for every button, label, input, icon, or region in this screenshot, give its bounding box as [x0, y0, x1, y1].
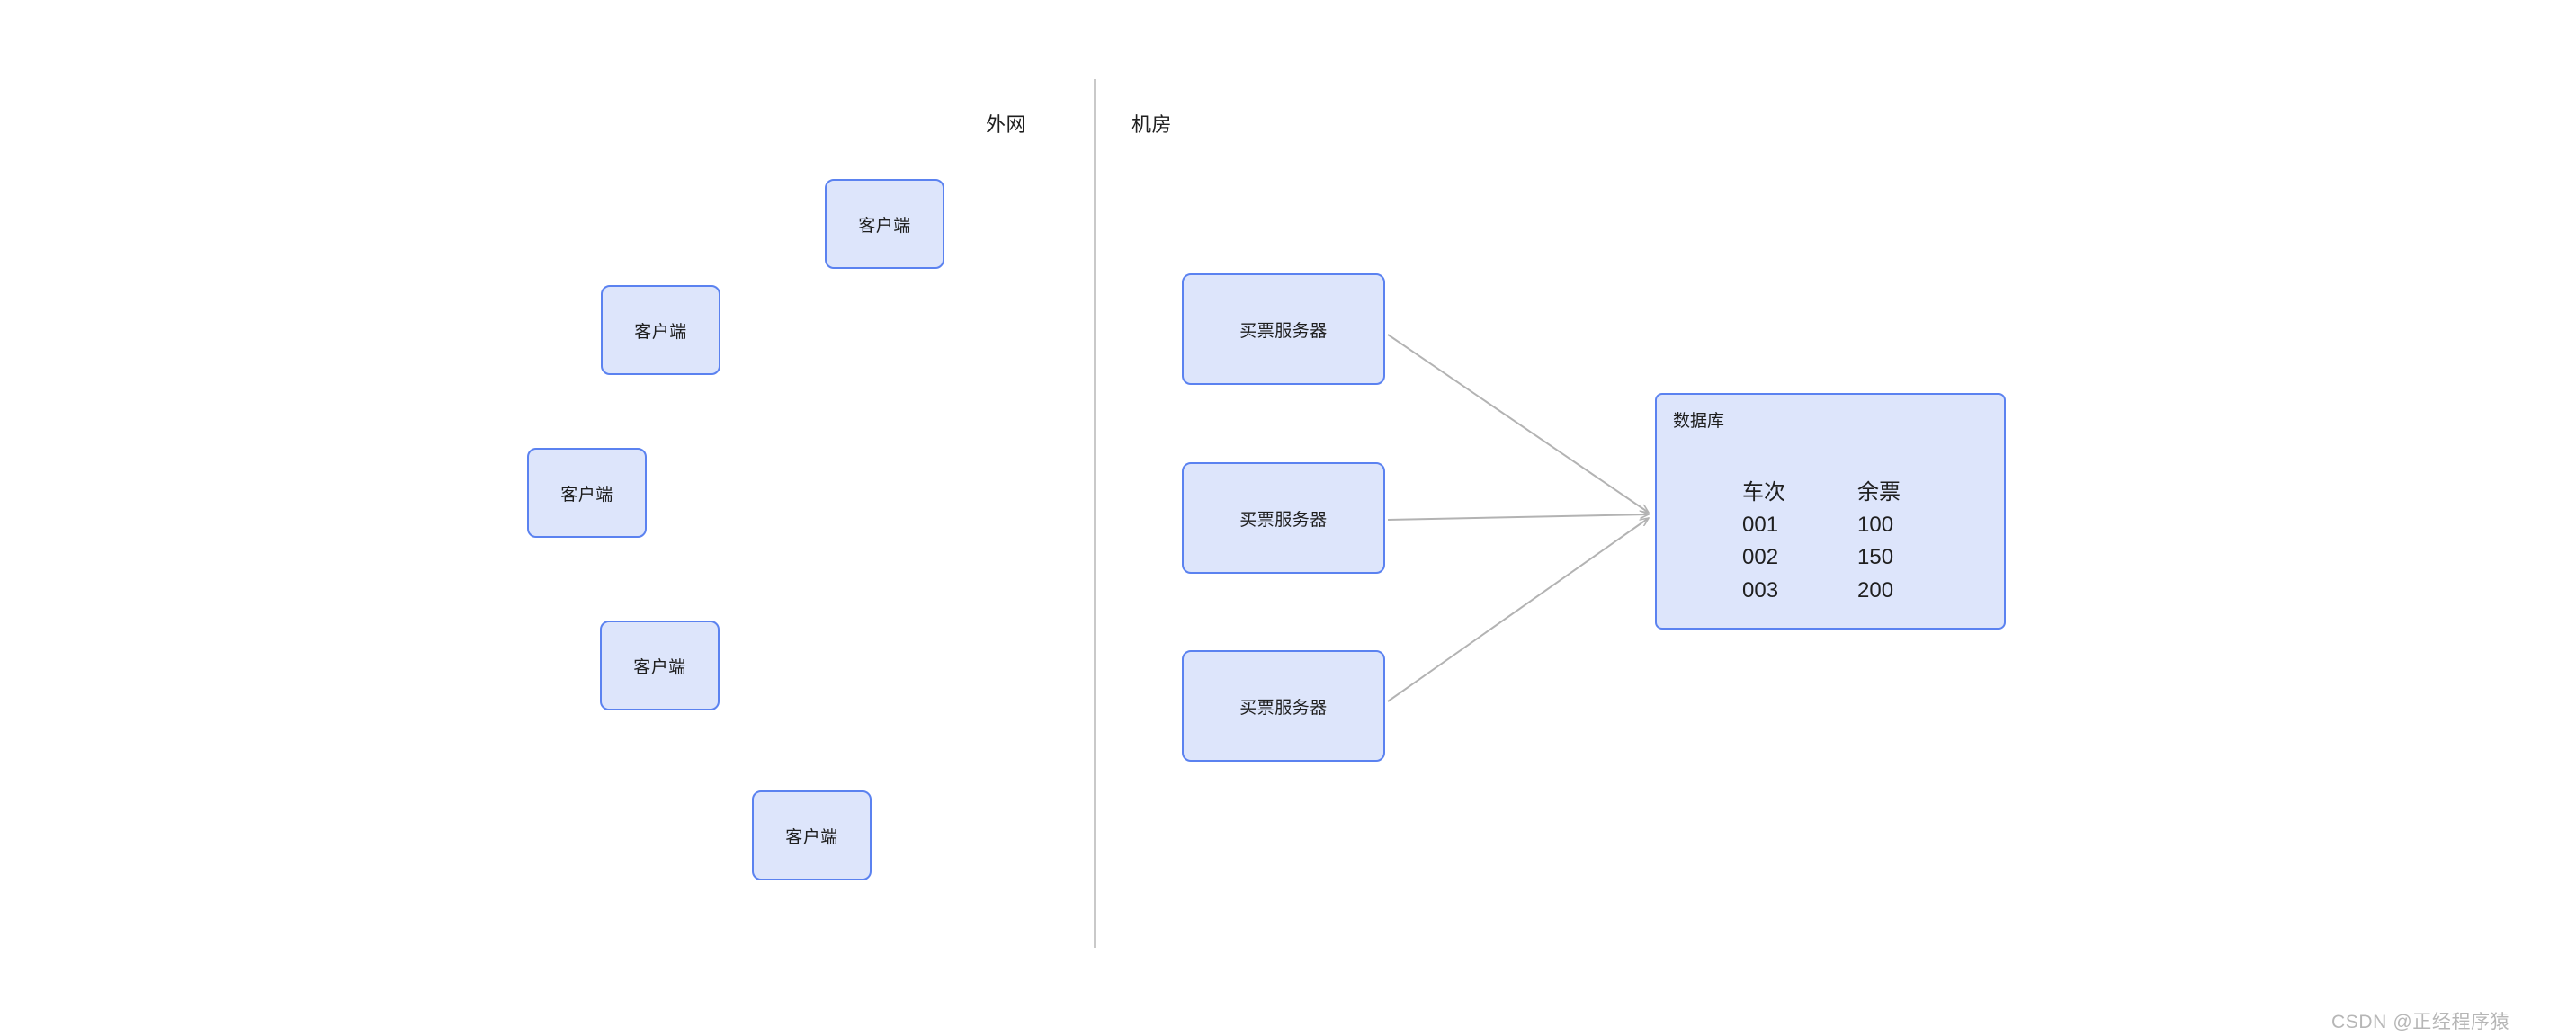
zone-label-external-network: 外网 [986, 113, 1027, 136]
ticket-inventory-table: 车次 余票 001 100 002 150 003 200 [1742, 481, 1972, 612]
cell-remaining-tickets: 100 [1857, 513, 1894, 538]
client-node-2[interactable]: 客户端 [601, 285, 720, 375]
client-node-4[interactable]: 客户端 [600, 621, 720, 710]
column-header-train-number: 车次 [1742, 480, 1785, 505]
client-node-label: 客户端 [785, 827, 838, 847]
server-1-to-database [1387, 334, 1649, 513]
cell-train-number: 001 [1742, 513, 1779, 538]
client-node-label: 客户端 [634, 322, 687, 342]
table-header-row: 车次 余票 [1742, 481, 1972, 514]
ticket-server-node-3[interactable]: 买票服务器 [1182, 650, 1385, 762]
table-row: 001 100 [1742, 514, 1972, 546]
client-node-label: 客户端 [633, 657, 686, 677]
server-3-to-database [1387, 518, 1649, 702]
database-node[interactable]: 数据库 车次 余票 001 100 002 150 003 200 [1655, 393, 2006, 630]
client-node-label: 客户端 [560, 485, 613, 505]
client-node-5[interactable]: 客户端 [752, 790, 872, 880]
server-2-to-database [1387, 514, 1649, 521]
cell-remaining-tickets: 200 [1857, 577, 1894, 603]
ticket-server-node-1[interactable]: 买票服务器 [1182, 273, 1385, 385]
zone-divider-line [1094, 79, 1096, 948]
cell-remaining-tickets: 150 [1857, 545, 1894, 570]
cell-train-number: 002 [1742, 545, 1779, 570]
table-row: 003 200 [1742, 577, 1972, 612]
table-row: 002 150 [1742, 546, 1972, 578]
csdn-watermark: CSDN @正经程序猿 [2331, 1012, 2510, 1032]
ticket-server-node-label: 买票服务器 [1239, 698, 1328, 718]
ticket-server-node-2[interactable]: 买票服务器 [1182, 462, 1385, 574]
ticket-server-node-label: 买票服务器 [1239, 321, 1328, 341]
ticket-server-node-label: 买票服务器 [1239, 510, 1328, 530]
client-node-3[interactable]: 客户端 [527, 448, 647, 538]
column-header-remaining-tickets: 余票 [1857, 480, 1901, 505]
zone-label-data-center: 机房 [1131, 113, 1173, 136]
client-node-1[interactable]: 客户端 [825, 179, 944, 269]
cell-train-number: 003 [1742, 577, 1779, 603]
client-node-label: 客户端 [858, 216, 911, 236]
database-node-title: 数据库 [1673, 412, 1725, 431]
